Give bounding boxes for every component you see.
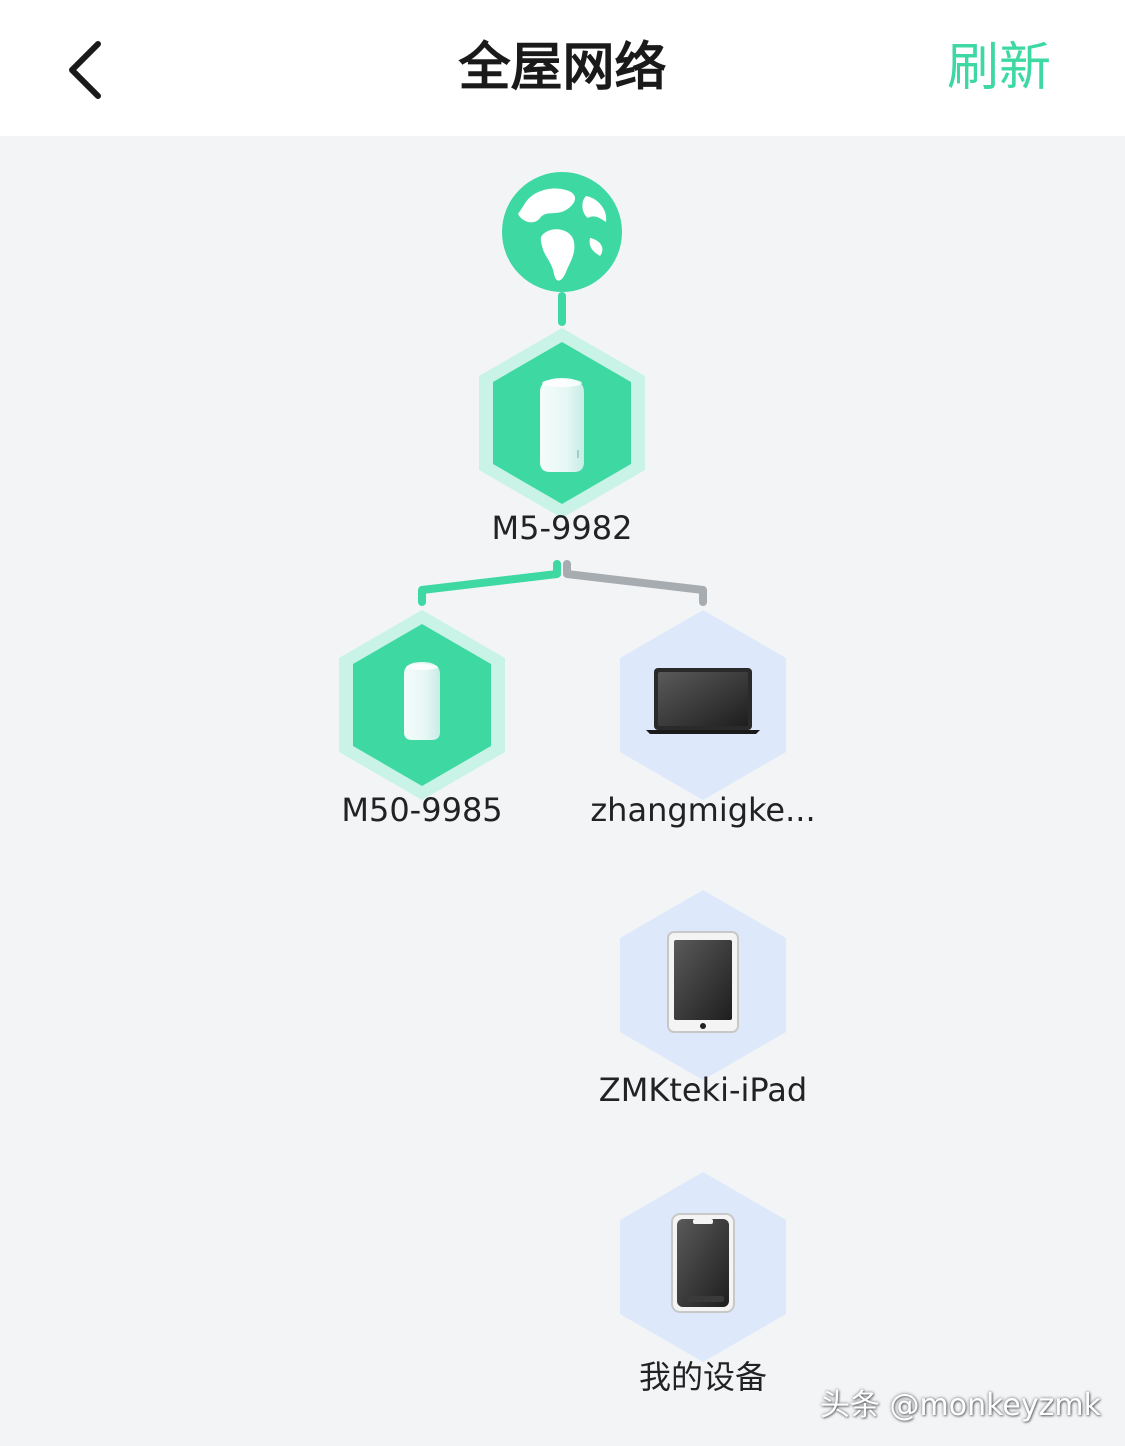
back-button[interactable] (52, 30, 132, 110)
router-icon (404, 662, 440, 740)
tablet-device-label: ZMKteki-iPad (598, 1071, 808, 1109)
laptop-device-label: zhangmigke... (590, 791, 816, 829)
watermark: 头条 @monkeyzmk (820, 1388, 1101, 1423)
phone-device-node[interactable] (620, 1172, 786, 1362)
main-router-node[interactable] (479, 328, 645, 518)
laptop-icon (646, 668, 760, 734)
phone-icon (671, 1213, 735, 1313)
satellite-router-node[interactable] (339, 610, 505, 800)
topology-canvas (339, 172, 786, 1362)
phone-device-label: 我的设备 (638, 1358, 767, 1396)
tablet-icon (667, 931, 739, 1033)
router-icon (540, 378, 584, 472)
globe-icon (502, 172, 622, 292)
chevron-left-icon (69, 41, 101, 99)
link-main-m50-wireless (418, 560, 561, 606)
refresh-button[interactable]: 刷新 (946, 38, 1051, 98)
laptop-device-node[interactable] (620, 610, 786, 800)
link-main-laptop-wired (563, 560, 707, 606)
internet-node[interactable] (502, 172, 622, 292)
network-topology: M5-9982 M50-9985 zhangmigke... ZMKteki-i… (0, 136, 1125, 1446)
satellite-router-label: M50-9985 (341, 791, 503, 829)
tablet-device-node[interactable] (620, 890, 786, 1080)
top-bar: 全屋网络 刷新 (0, 0, 1125, 136)
main-router-label: M5-9982 (491, 509, 633, 547)
